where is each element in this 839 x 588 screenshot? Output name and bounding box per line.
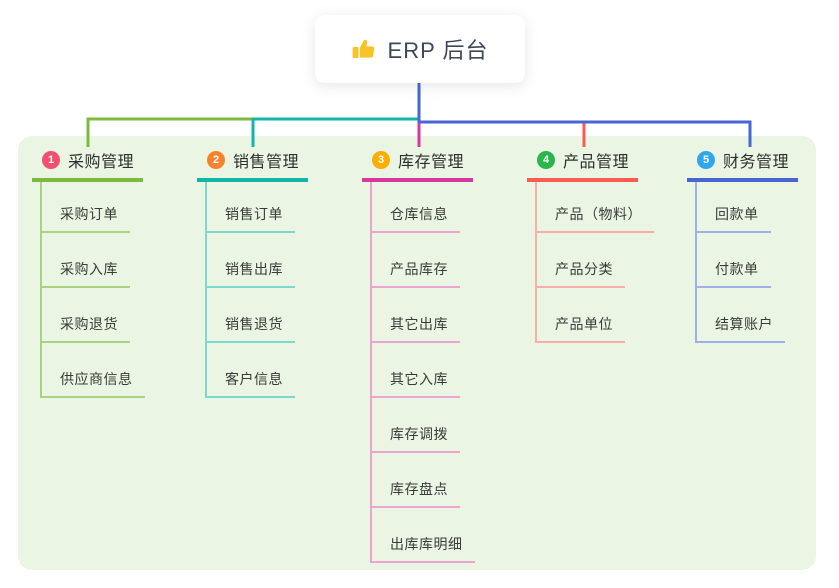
branch-children: 销售订单销售出库销售退货客户信息 — [205, 182, 308, 398]
child-item[interactable]: 产品库存 — [372, 233, 475, 288]
root-node[interactable]: ERP 后台 — [315, 15, 525, 83]
branch-title[interactable]: 2 销售管理 — [197, 146, 309, 182]
child-item[interactable]: 供应商信息 — [42, 343, 145, 398]
mindmap-panel — [18, 136, 816, 570]
child-item-label: 采购退货 — [42, 314, 130, 343]
branch-children: 回款单付款单结算账户 — [695, 182, 798, 343]
branch-title[interactable]: 4 产品管理 — [527, 146, 639, 182]
branch-index-badge: 1 — [42, 151, 60, 169]
child-item[interactable]: 库存盘点 — [372, 453, 475, 508]
child-item[interactable]: 产品（物料） — [537, 182, 654, 233]
branch-title-label: 库存管理 — [398, 154, 465, 171]
child-item-label: 回款单 — [697, 204, 771, 233]
branch-index-badge: 5 — [697, 151, 715, 169]
child-item-label: 付款单 — [697, 259, 771, 288]
child-item[interactable]: 产品单位 — [537, 288, 654, 343]
child-item[interactable]: 库存调拨 — [372, 398, 475, 453]
thumbs-up-icon — [352, 36, 378, 62]
child-item[interactable]: 产品分类 — [537, 233, 654, 288]
child-item[interactable]: 其它入库 — [372, 343, 475, 398]
branch-index-badge: 3 — [372, 151, 390, 169]
branch-产品管理: 4 产品管理产品（物料） 产品分类产品单位 — [527, 146, 654, 343]
branch-财务管理: 5 财务管理回款单付款单结算账户 — [687, 146, 799, 343]
branch-title-label: 产品管理 — [563, 154, 630, 171]
root-label: ERP 后台 — [387, 38, 489, 63]
branch-库存管理: 3 库存管理仓库信息产品库存其它出库其它入库库存调拨库存盘点出库库明细 — [362, 146, 475, 563]
child-item-label: 销售退货 — [207, 314, 295, 343]
branch-title-label: 销售管理 — [233, 154, 300, 171]
child-item[interactable]: 销售订单 — [207, 182, 308, 233]
child-item[interactable]: 采购入库 — [42, 233, 145, 288]
branch-index-badge: 4 — [537, 151, 555, 169]
child-item[interactable]: 回款单 — [697, 182, 798, 233]
child-item-label: 客户信息 — [207, 369, 295, 398]
branch-title-label: 财务管理 — [723, 154, 790, 171]
branch-销售管理: 2 销售管理销售订单销售出库销售退货客户信息 — [197, 146, 309, 398]
child-item-label: 产品分类 — [537, 259, 625, 288]
child-item-label: 其它出库 — [372, 314, 460, 343]
child-item[interactable]: 采购退货 — [42, 288, 145, 343]
child-item[interactable]: 仓库信息 — [372, 182, 475, 233]
child-item-label: 销售出库 — [207, 259, 295, 288]
child-item[interactable]: 客户信息 — [207, 343, 308, 398]
child-item[interactable]: 销售出库 — [207, 233, 308, 288]
child-item-label: 出库库明细 — [372, 534, 475, 563]
child-item[interactable]: 采购订单 — [42, 182, 145, 233]
child-item-label: 结算账户 — [697, 314, 785, 343]
branch-title-label: 采购管理 — [68, 154, 135, 171]
child-item-label: 产品库存 — [372, 259, 460, 288]
child-item[interactable]: 结算账户 — [697, 288, 798, 343]
branch-children: 采购订单采购入库采购退货供应商信息 — [40, 182, 145, 398]
child-item-label: 采购入库 — [42, 259, 130, 288]
child-item-label: 其它入库 — [372, 369, 460, 398]
child-item[interactable]: 付款单 — [697, 233, 798, 288]
child-item-label: 产品单位 — [537, 314, 625, 343]
branch-title[interactable]: 3 库存管理 — [362, 146, 474, 182]
branch-title[interactable]: 1 采购管理 — [32, 146, 144, 182]
child-item-label: 采购订单 — [42, 204, 130, 233]
branch-title[interactable]: 5 财务管理 — [687, 146, 799, 182]
child-item[interactable]: 出库库明细 — [372, 508, 475, 563]
branch-children: 产品（物料） 产品分类产品单位 — [535, 182, 654, 343]
child-item-label: 库存调拨 — [372, 424, 460, 453]
child-item-label: 销售订单 — [207, 204, 295, 233]
child-item-label: 供应商信息 — [42, 369, 145, 398]
branch-采购管理: 1 采购管理采购订单采购入库采购退货供应商信息 — [32, 146, 145, 398]
child-item[interactable]: 销售退货 — [207, 288, 308, 343]
child-item-label: 仓库信息 — [372, 204, 460, 233]
child-item-label: 库存盘点 — [372, 479, 460, 508]
branch-index-badge: 2 — [207, 151, 225, 169]
branch-children: 仓库信息产品库存其它出库其它入库库存调拨库存盘点出库库明细 — [370, 182, 475, 563]
child-item[interactable]: 其它出库 — [372, 288, 475, 343]
child-item-label: 产品（物料） — [537, 204, 654, 233]
